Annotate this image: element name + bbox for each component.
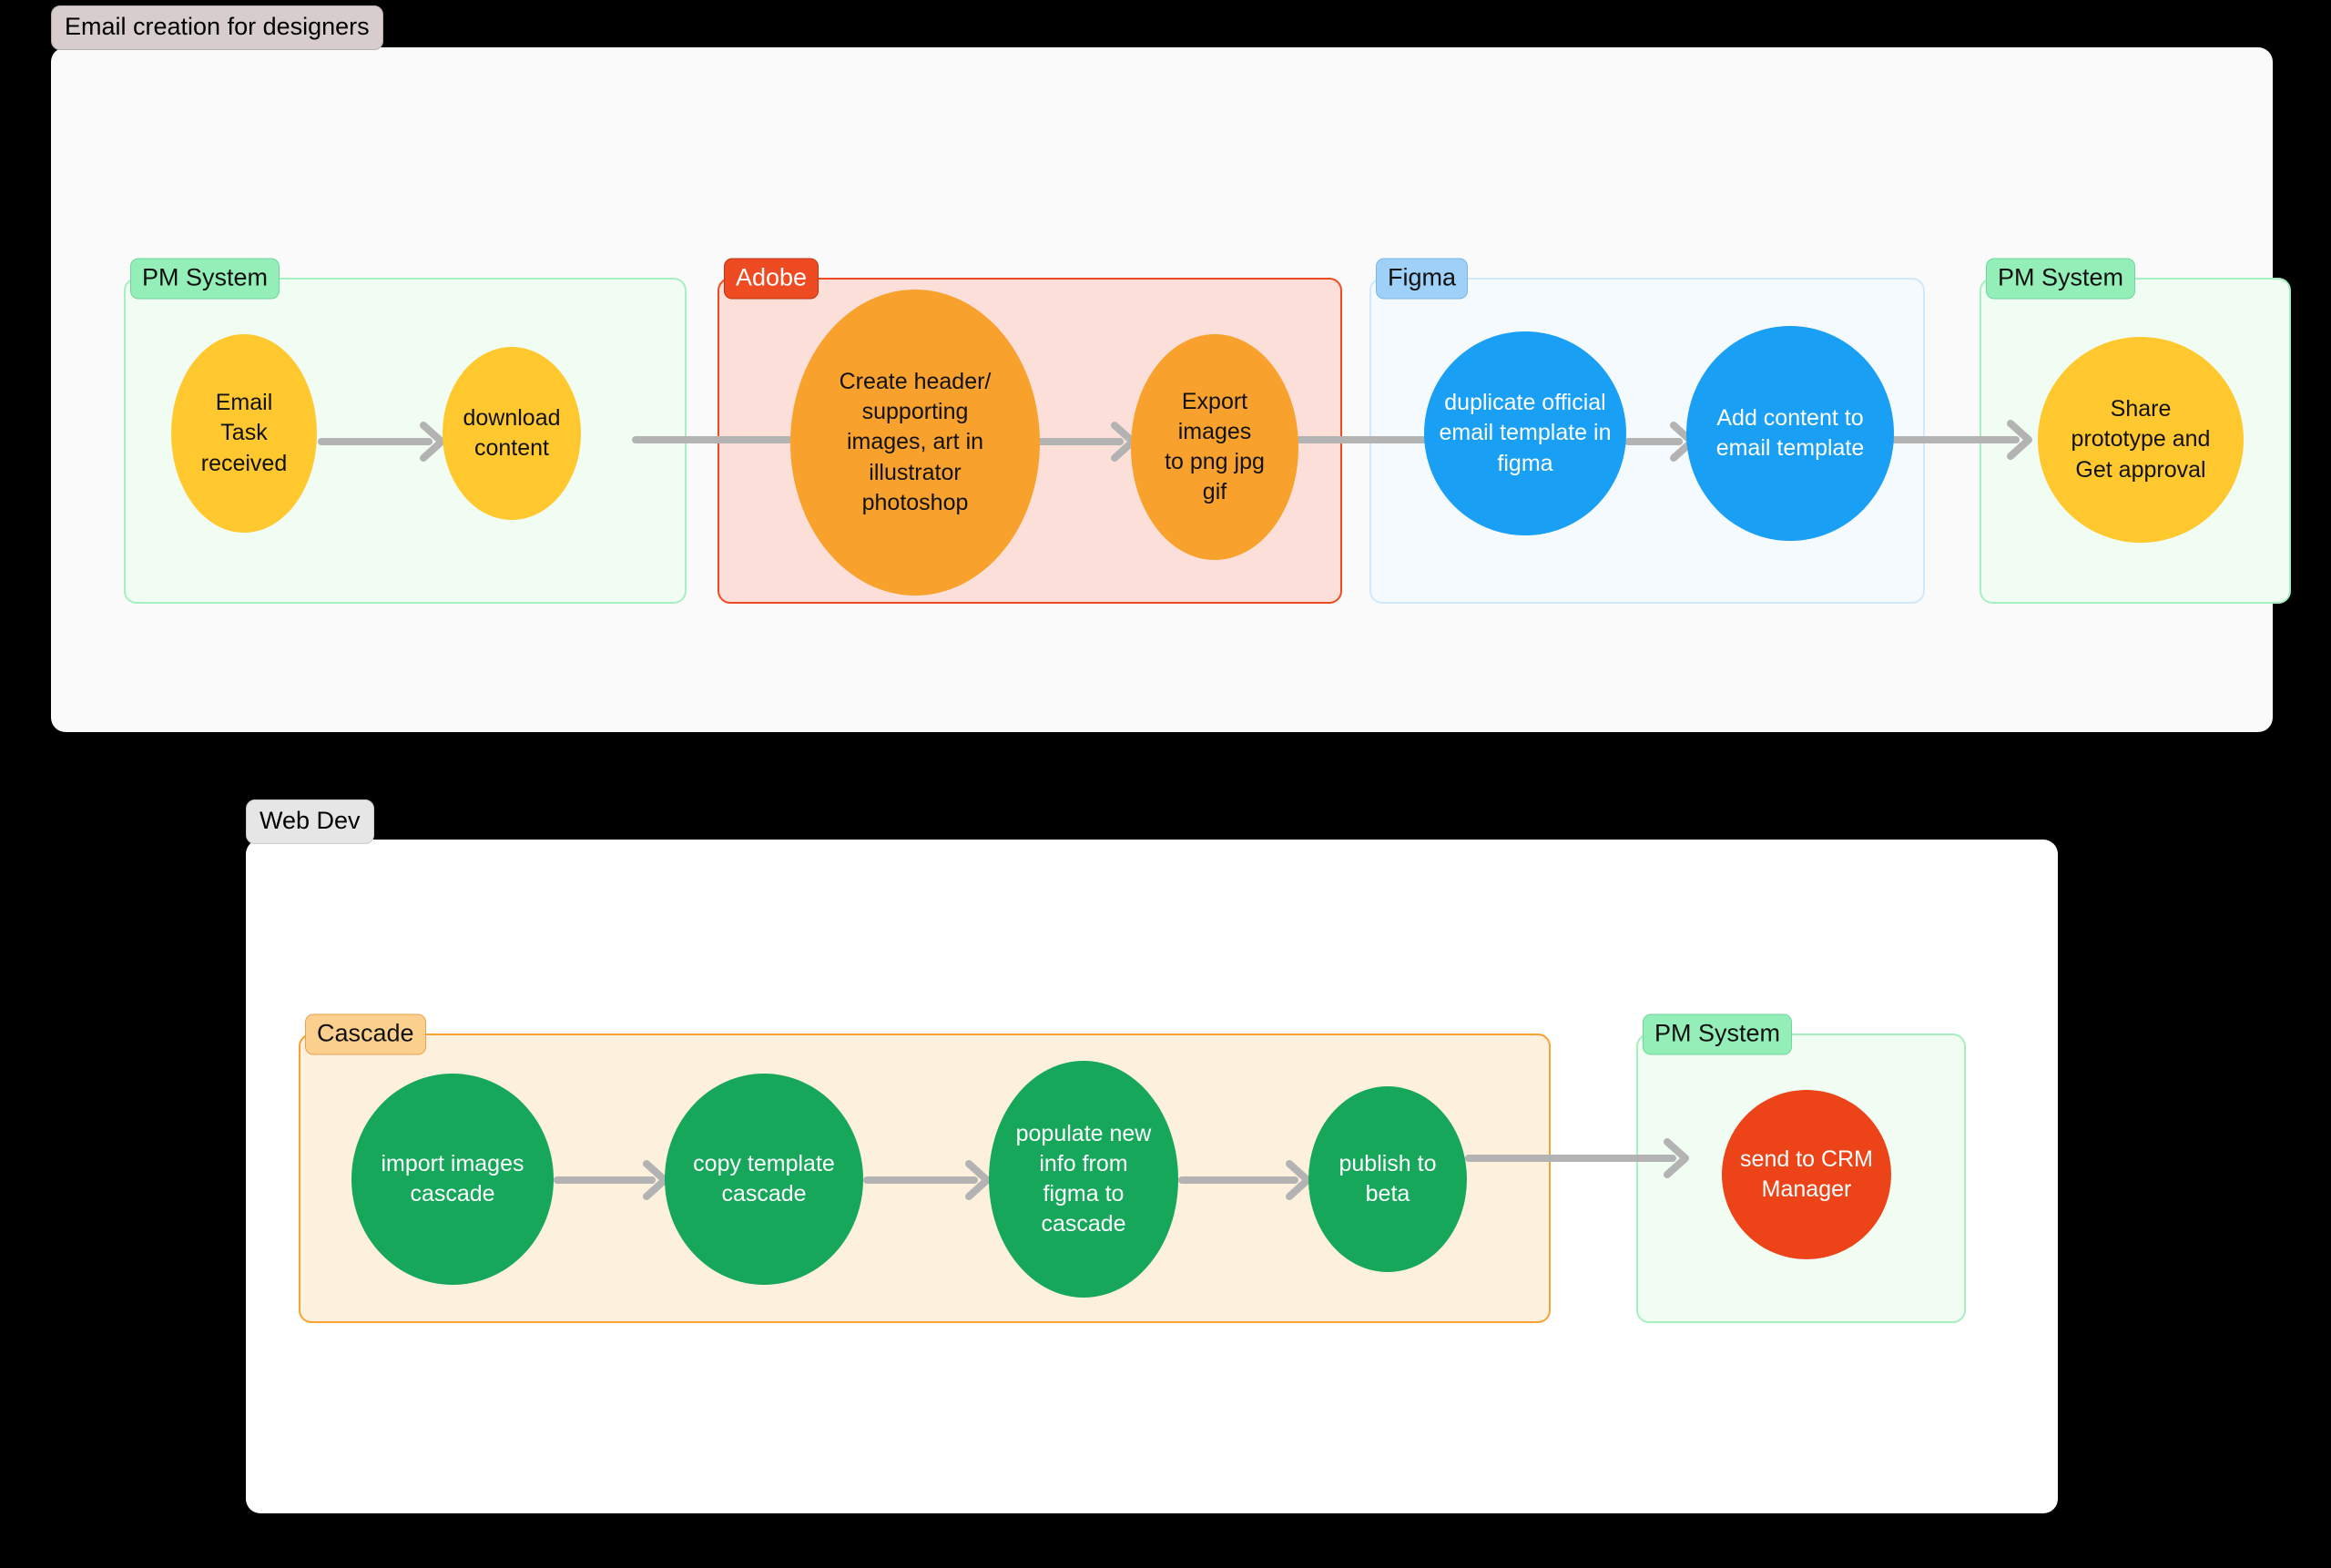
edge-create-to-export [1036, 422, 1140, 462]
edge-populate-to-publish [1178, 1160, 1315, 1200]
group-label-cascade: Cascade [305, 1013, 426, 1055]
edge-import-to-copy [554, 1160, 672, 1200]
edge-cascade-to-pm [1465, 1138, 1693, 1178]
group-label-pm-system-1: PM System [130, 258, 280, 300]
lane-email-creation: Email creation for designers PM System E… [44, 0, 2291, 738]
group-label-pm-system-3: PM System [1643, 1013, 1793, 1055]
group-label-pm-system-2: PM System [1986, 258, 2136, 300]
group-label-adobe: Adobe [724, 258, 819, 300]
edge-task-to-download [318, 422, 449, 462]
edge-figma-to-pm [1887, 420, 2036, 460]
lane-title-email-creation[interactable]: Email creation for designers [51, 5, 383, 50]
lane-title-web-dev[interactable]: Web Dev [246, 799, 374, 844]
edge-copy-to-populate [863, 1160, 994, 1200]
group-label-figma: Figma [1376, 258, 1469, 300]
